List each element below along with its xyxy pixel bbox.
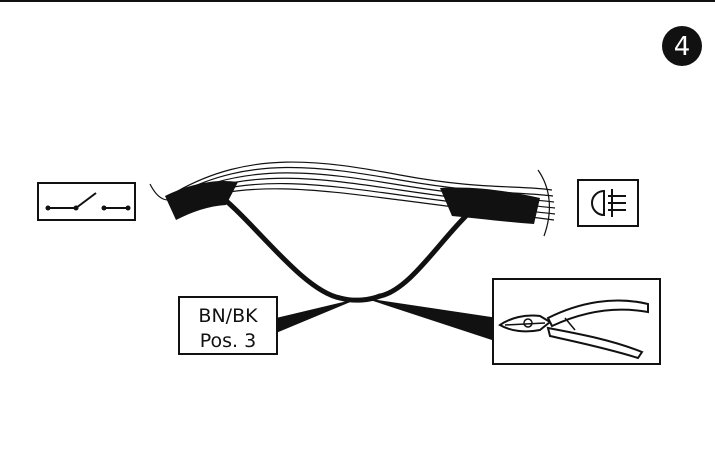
wire-color-code: BN/BK — [198, 305, 258, 327]
wire-label-box: BN/BK Pos. 3 — [178, 296, 278, 355]
callout-pointers — [276, 298, 498, 342]
step-number: 4 — [674, 32, 691, 62]
side-cutter-pliers-icon — [492, 278, 661, 365]
switch-icon — [37, 182, 136, 221]
bn-bk-wire — [207, 185, 473, 303]
wire-position: Pos. 3 — [200, 330, 256, 352]
step-badge: 4 — [662, 26, 702, 66]
tape-wrap-left — [165, 180, 238, 220]
rear-fog-light-icon — [577, 179, 639, 227]
tape-wrap-right — [440, 187, 540, 224]
